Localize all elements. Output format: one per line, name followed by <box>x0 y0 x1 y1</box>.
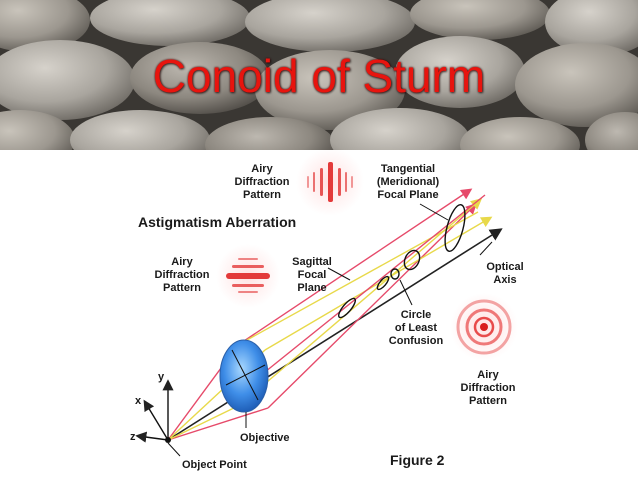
airy-pattern-left-icon <box>216 244 280 308</box>
label-objective: Objective <box>240 432 290 444</box>
pebbles-background <box>0 0 638 150</box>
svg-text:Optical: Optical <box>486 261 523 273</box>
focal-planes <box>338 204 466 319</box>
label-object-point: Object Point <box>182 459 247 471</box>
label-circle-least-confusion: Circle of Least Confusion <box>389 309 444 347</box>
slide-title: Conoid of Sturm <box>152 50 486 102</box>
diagram-svg: Astigmatism Aberration Figure 2 Airy Dif… <box>130 148 524 471</box>
pebble-banner: Conoid of Sturm <box>0 0 638 150</box>
label-sagittal: Sagittal Focal Plane <box>292 256 332 294</box>
label-axis-y: y <box>158 371 165 383</box>
leader-lines <box>167 203 493 457</box>
label-airy-left: Airy Diffraction Pattern <box>155 256 210 294</box>
svg-text:of Least: of Least <box>395 322 438 334</box>
svg-text:Plane: Plane <box>297 282 326 294</box>
label-airy-right: Airy Diffraction Pattern <box>461 369 516 407</box>
svg-text:Diffraction: Diffraction <box>155 269 210 281</box>
airy-pattern-top-icon <box>296 148 364 216</box>
svg-text:Axis: Axis <box>493 274 516 286</box>
svg-text:Tangential: Tangential <box>381 163 435 175</box>
airy-pattern-right-icon <box>450 293 518 361</box>
svg-text:Sagittal: Sagittal <box>292 256 332 268</box>
label-airy-top: Airy Diffraction Pattern <box>235 163 290 201</box>
label-axis-z: z <box>130 431 136 443</box>
label-optical-axis: Optical Axis <box>486 261 523 286</box>
svg-text:Pattern: Pattern <box>243 189 281 201</box>
optical-axis-line <box>167 228 503 441</box>
svg-text:Airy: Airy <box>251 163 273 175</box>
diagram-heading: Astigmatism Aberration <box>138 214 296 230</box>
svg-text:Airy: Airy <box>171 256 193 268</box>
svg-text:Diffraction: Diffraction <box>461 382 516 394</box>
svg-text:(Meridional): (Meridional) <box>377 176 440 188</box>
objective-lens-icon <box>219 339 269 413</box>
label-tangential: Tangential (Meridional) Focal Plane <box>377 163 440 201</box>
coordinate-axes <box>135 379 174 443</box>
svg-text:Confusion: Confusion <box>389 335 444 347</box>
svg-text:Pattern: Pattern <box>163 282 201 294</box>
svg-text:Focal: Focal <box>298 269 327 281</box>
svg-text:Diffraction: Diffraction <box>235 176 290 188</box>
svg-text:Pattern: Pattern <box>469 395 507 407</box>
svg-text:Circle: Circle <box>401 309 432 321</box>
object-point-marker <box>165 437 171 443</box>
svg-text:Focal Plane: Focal Plane <box>377 189 438 201</box>
label-axis-x: x <box>135 395 142 407</box>
figure-label: Figure 2 <box>390 452 445 468</box>
astigmatism-diagram: Astigmatism Aberration Figure 2 Airy Dif… <box>0 148 638 479</box>
svg-text:Airy: Airy <box>477 369 499 381</box>
